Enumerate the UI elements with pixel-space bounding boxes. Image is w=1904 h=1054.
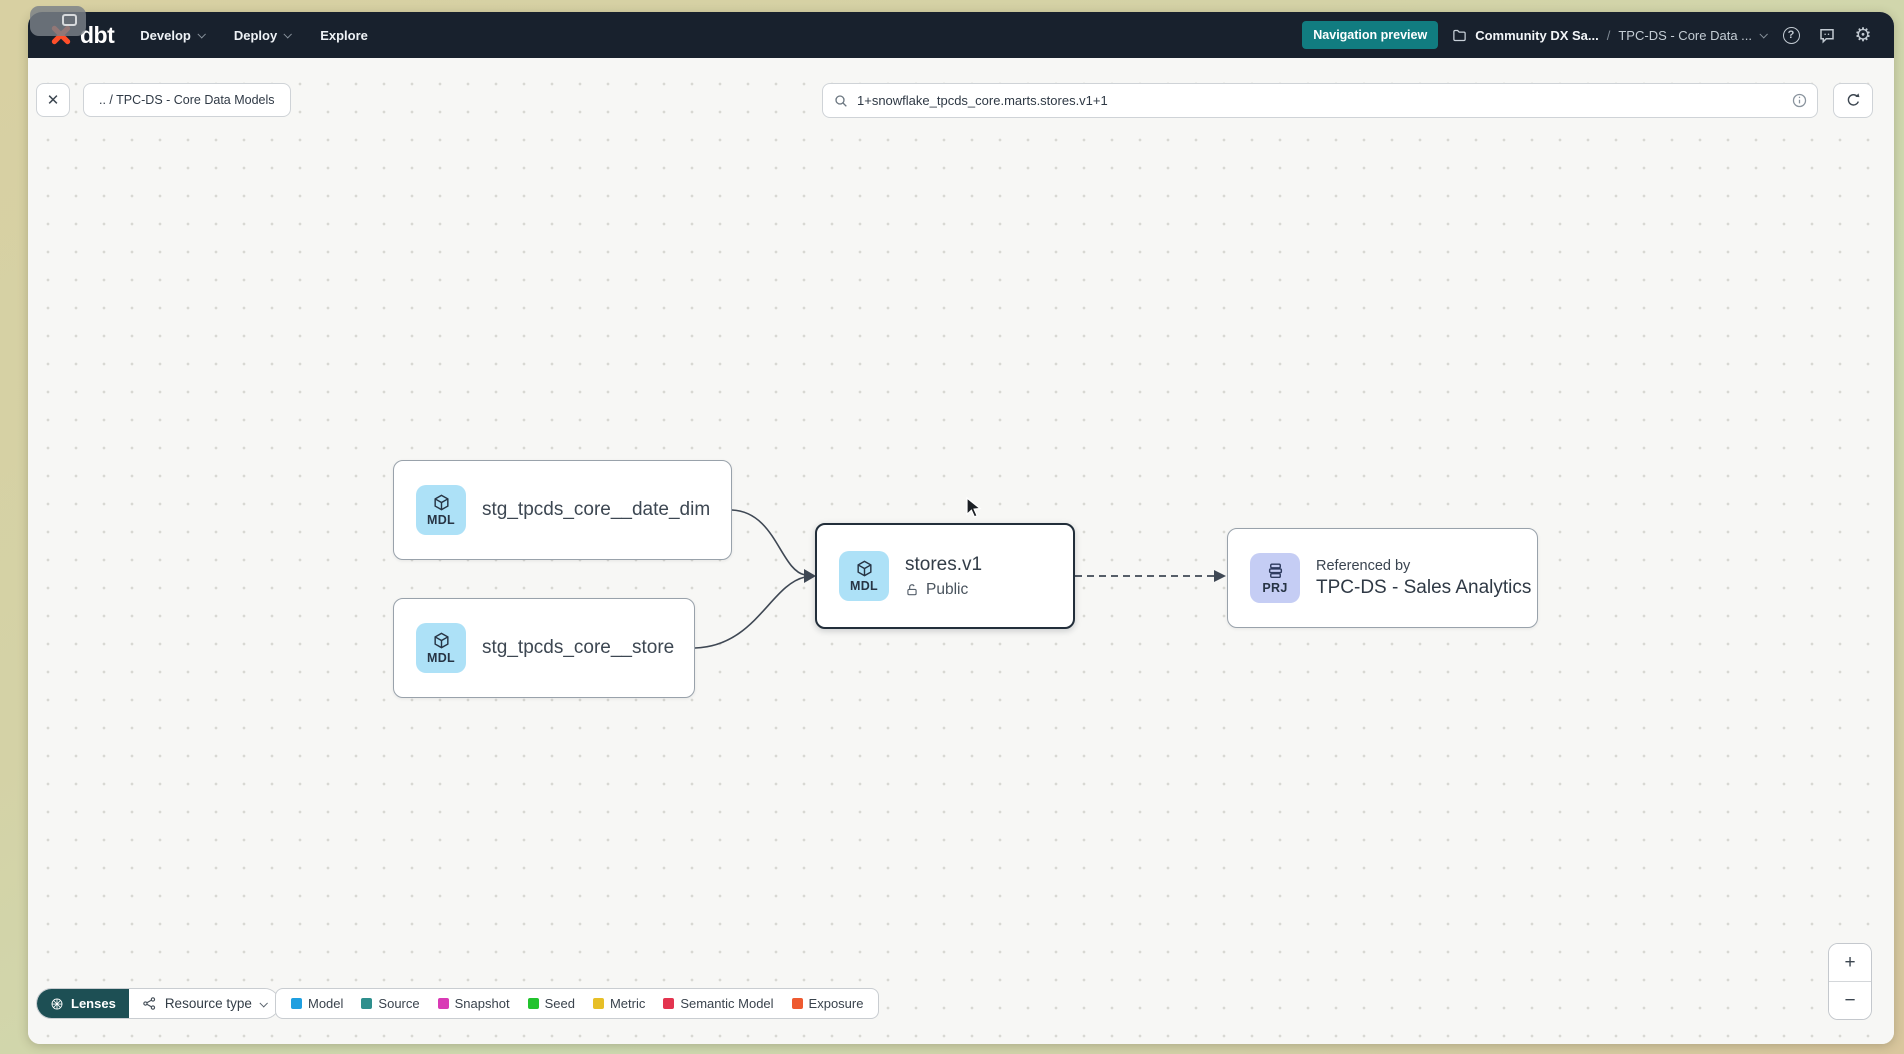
zoom-out-button[interactable]: −: [1829, 982, 1871, 1019]
model-badge: MDL: [839, 551, 889, 601]
project-badge: PRJ: [1250, 553, 1300, 603]
breadcrumb-section[interactable]: TPC-DS - Core Data ...: [1618, 27, 1752, 43]
legend-item-metric: Metric: [592, 996, 645, 1011]
menu-explore[interactable]: Explore: [320, 27, 368, 43]
referenced-by-label: Referenced by: [1316, 557, 1411, 574]
legend-swatch: [361, 998, 373, 1009]
settings-button[interactable]: ⚙: [1852, 24, 1874, 46]
lens-sphere-icon: [51, 998, 63, 1009]
legend-swatch: [291, 998, 302, 1009]
cube-icon: [433, 494, 449, 511]
chevron-down-icon[interactable]: [1759, 30, 1768, 39]
gear-icon: ⚙: [1854, 24, 1872, 46]
node-label: stores.v1: [905, 553, 983, 575]
mouse-cursor: [966, 496, 982, 518]
arrowhead-icon: [1214, 570, 1226, 582]
legend-item-seed: Seed: [527, 996, 575, 1011]
node-body: stores.v1 Public: [905, 554, 982, 599]
legend-item-source: Source: [361, 996, 420, 1011]
cube-icon: [856, 560, 872, 577]
chevron-down-icon: [197, 30, 206, 39]
app-window: dbt Develop Deploy Explore Navigation pr…: [28, 12, 1894, 1044]
chevron-down-icon: [283, 30, 293, 39]
legend-swatch: [527, 998, 539, 1009]
main-menu: Develop Deploy Explore: [140, 28, 368, 43]
plus-icon: +: [1844, 951, 1856, 973]
zoom-in-button[interactable]: +: [1829, 944, 1871, 982]
refresh-lineage-button[interactable]: [1833, 83, 1873, 118]
search-icon: [835, 95, 847, 107]
node-label: stg_tpcds_core__date_dim: [482, 499, 711, 520]
legend-swatch: [791, 998, 803, 1009]
model-badge: MDL: [416, 623, 466, 673]
legend-swatch: [437, 998, 449, 1009]
lenses-control-group: Lenses Resource type: [36, 988, 280, 1019]
breadcrumb-project[interactable]: Community DX Sa...: [1475, 27, 1599, 43]
legend-swatch: [592, 998, 604, 1009]
lenses-button[interactable]: Lenses: [37, 989, 129, 1018]
unlock-icon: [907, 583, 917, 595]
feedback-button[interactable]: [1816, 24, 1838, 46]
close-lineage-button[interactable]: ✕: [36, 83, 70, 117]
model-badge: MDL: [416, 485, 466, 535]
display-icon: [62, 14, 77, 26]
resource-type-legend: Model Source Snapshot Seed Metric: [275, 988, 880, 1019]
help-icon: ?: [1782, 26, 1800, 44]
search-input[interactable]: [822, 83, 1818, 118]
project-stack-icon: [1268, 563, 1282, 579]
breadcrumb: Community DX Sa... / TPC-DS - Core Data …: [1452, 27, 1768, 43]
cube-icon: [433, 632, 449, 649]
help-button[interactable]: ?: [1780, 24, 1802, 46]
menu-deploy[interactable]: Deploy: [234, 28, 293, 43]
menu-develop[interactable]: Develop: [140, 28, 206, 43]
legend-item-snapshot: Snapshot: [437, 996, 510, 1011]
access-label: Public: [926, 580, 969, 598]
navigation-preview-badge[interactable]: Navigation preview: [1302, 21, 1439, 49]
breadcrumb-separator: /: [1606, 27, 1611, 43]
legend-item-semantic-model: Semantic Model: [663, 996, 774, 1011]
node-label: TPC-DS - Sales Analytics: [1316, 576, 1532, 598]
info-icon[interactable]: [1791, 92, 1808, 109]
legend-item-exposure: Exposure: [791, 996, 863, 1011]
legend-swatch: [663, 998, 675, 1009]
breadcrumb-chip[interactable]: .. / TPC-DS - Core Data Models: [83, 83, 291, 117]
navbar-right: Navigation preview Community DX Sa... / …: [1302, 21, 1874, 49]
node-stg-tpcds-core-date-dim[interactable]: MDL stg_tpcds_core__date_dim: [393, 460, 732, 560]
resource-type-dropdown[interactable]: Resource type: [128, 989, 279, 1018]
chevron-down-icon: [259, 998, 268, 1008]
legend-item-model: Model: [291, 996, 343, 1011]
node-stg-tpcds-core-store[interactable]: MDL stg_tpcds_core__store: [393, 598, 695, 698]
nodes-graph-icon: [143, 997, 155, 1010]
lineage-canvas[interactable]: ✕ .. / TPC-DS - Core Data Models: [28, 58, 1894, 1044]
screen-recording-pill: [30, 6, 86, 36]
access-row: Public: [905, 581, 982, 599]
chat-bubble-icon: [1820, 29, 1834, 44]
lineage-search: [822, 83, 1818, 118]
close-icon: ✕: [46, 92, 60, 109]
folder-icon: [1453, 29, 1466, 41]
node-label: stg_tpcds_core__store: [482, 637, 675, 658]
zoom-controls: + −: [1828, 943, 1872, 1020]
top-navbar: dbt Develop Deploy Explore Navigation pr…: [28, 12, 1894, 58]
minus-icon: −: [1844, 989, 1856, 1011]
node-stores-v1-selected[interactable]: MDL stores.v1 Public: [815, 523, 1075, 629]
node-referenced-by-sales-analytics[interactable]: PRJ Referenced by TPC-DS - Sales Analyti…: [1227, 528, 1538, 628]
node-body: Referenced by TPC-DS - Sales Analytics: [1316, 558, 1531, 599]
refresh-icon: [1847, 93, 1859, 106]
